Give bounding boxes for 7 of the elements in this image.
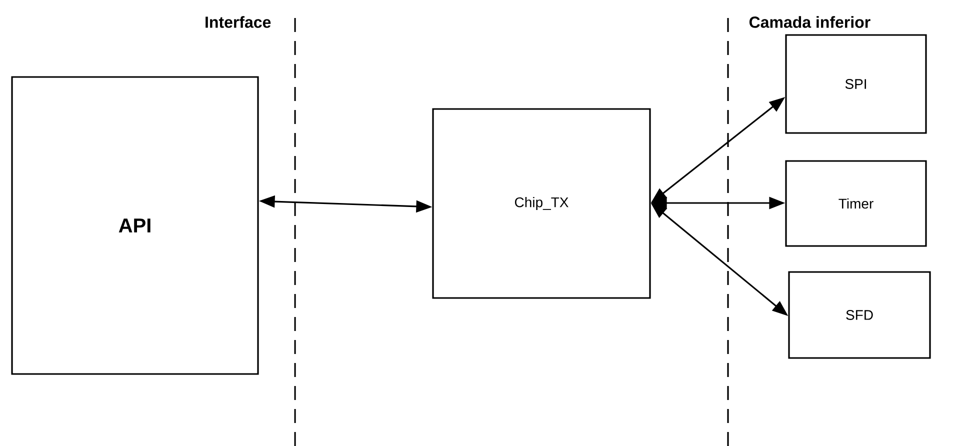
process-box: Chip_TX: [432, 108, 651, 299]
section-heading: Interface: [206, 16, 271, 28]
process-box: SPI: [785, 34, 927, 134]
process-box: API: [11, 76, 259, 375]
section-heading: Camada inferior: [749, 16, 870, 28]
process-box: SFD: [788, 271, 931, 359]
process-box: Timer: [785, 160, 927, 247]
